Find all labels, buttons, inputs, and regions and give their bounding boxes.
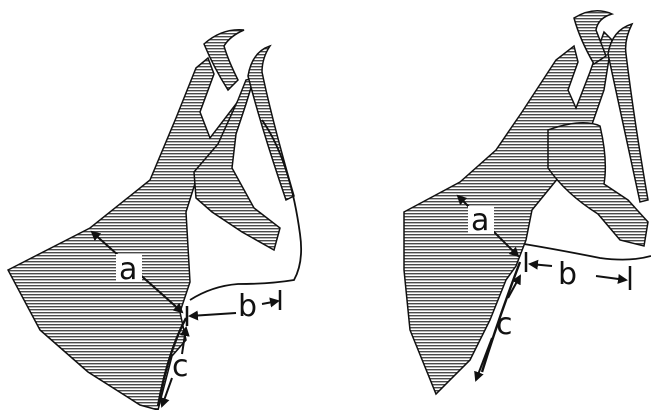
left-arrow-b-right <box>262 301 278 304</box>
left-label-a: a <box>119 252 137 287</box>
right-hook-back <box>608 24 648 202</box>
left-label-c: c <box>172 349 189 384</box>
right-label-b: b <box>558 257 577 292</box>
right-label-c: c <box>496 307 513 342</box>
left-arrow-b-left <box>190 313 236 316</box>
right-arrow-b-left <box>530 264 552 266</box>
left-jaw-figure: a b c <box>8 30 301 410</box>
right-arrow-b-right <box>596 276 626 280</box>
right-jaw-figure: a b c <box>404 11 651 394</box>
left-label-b: b <box>238 289 257 324</box>
left-hook-back <box>248 46 294 200</box>
left-mandible-shape <box>8 58 236 410</box>
right-label-a: a <box>471 203 489 238</box>
right-flap-outline <box>524 244 651 260</box>
